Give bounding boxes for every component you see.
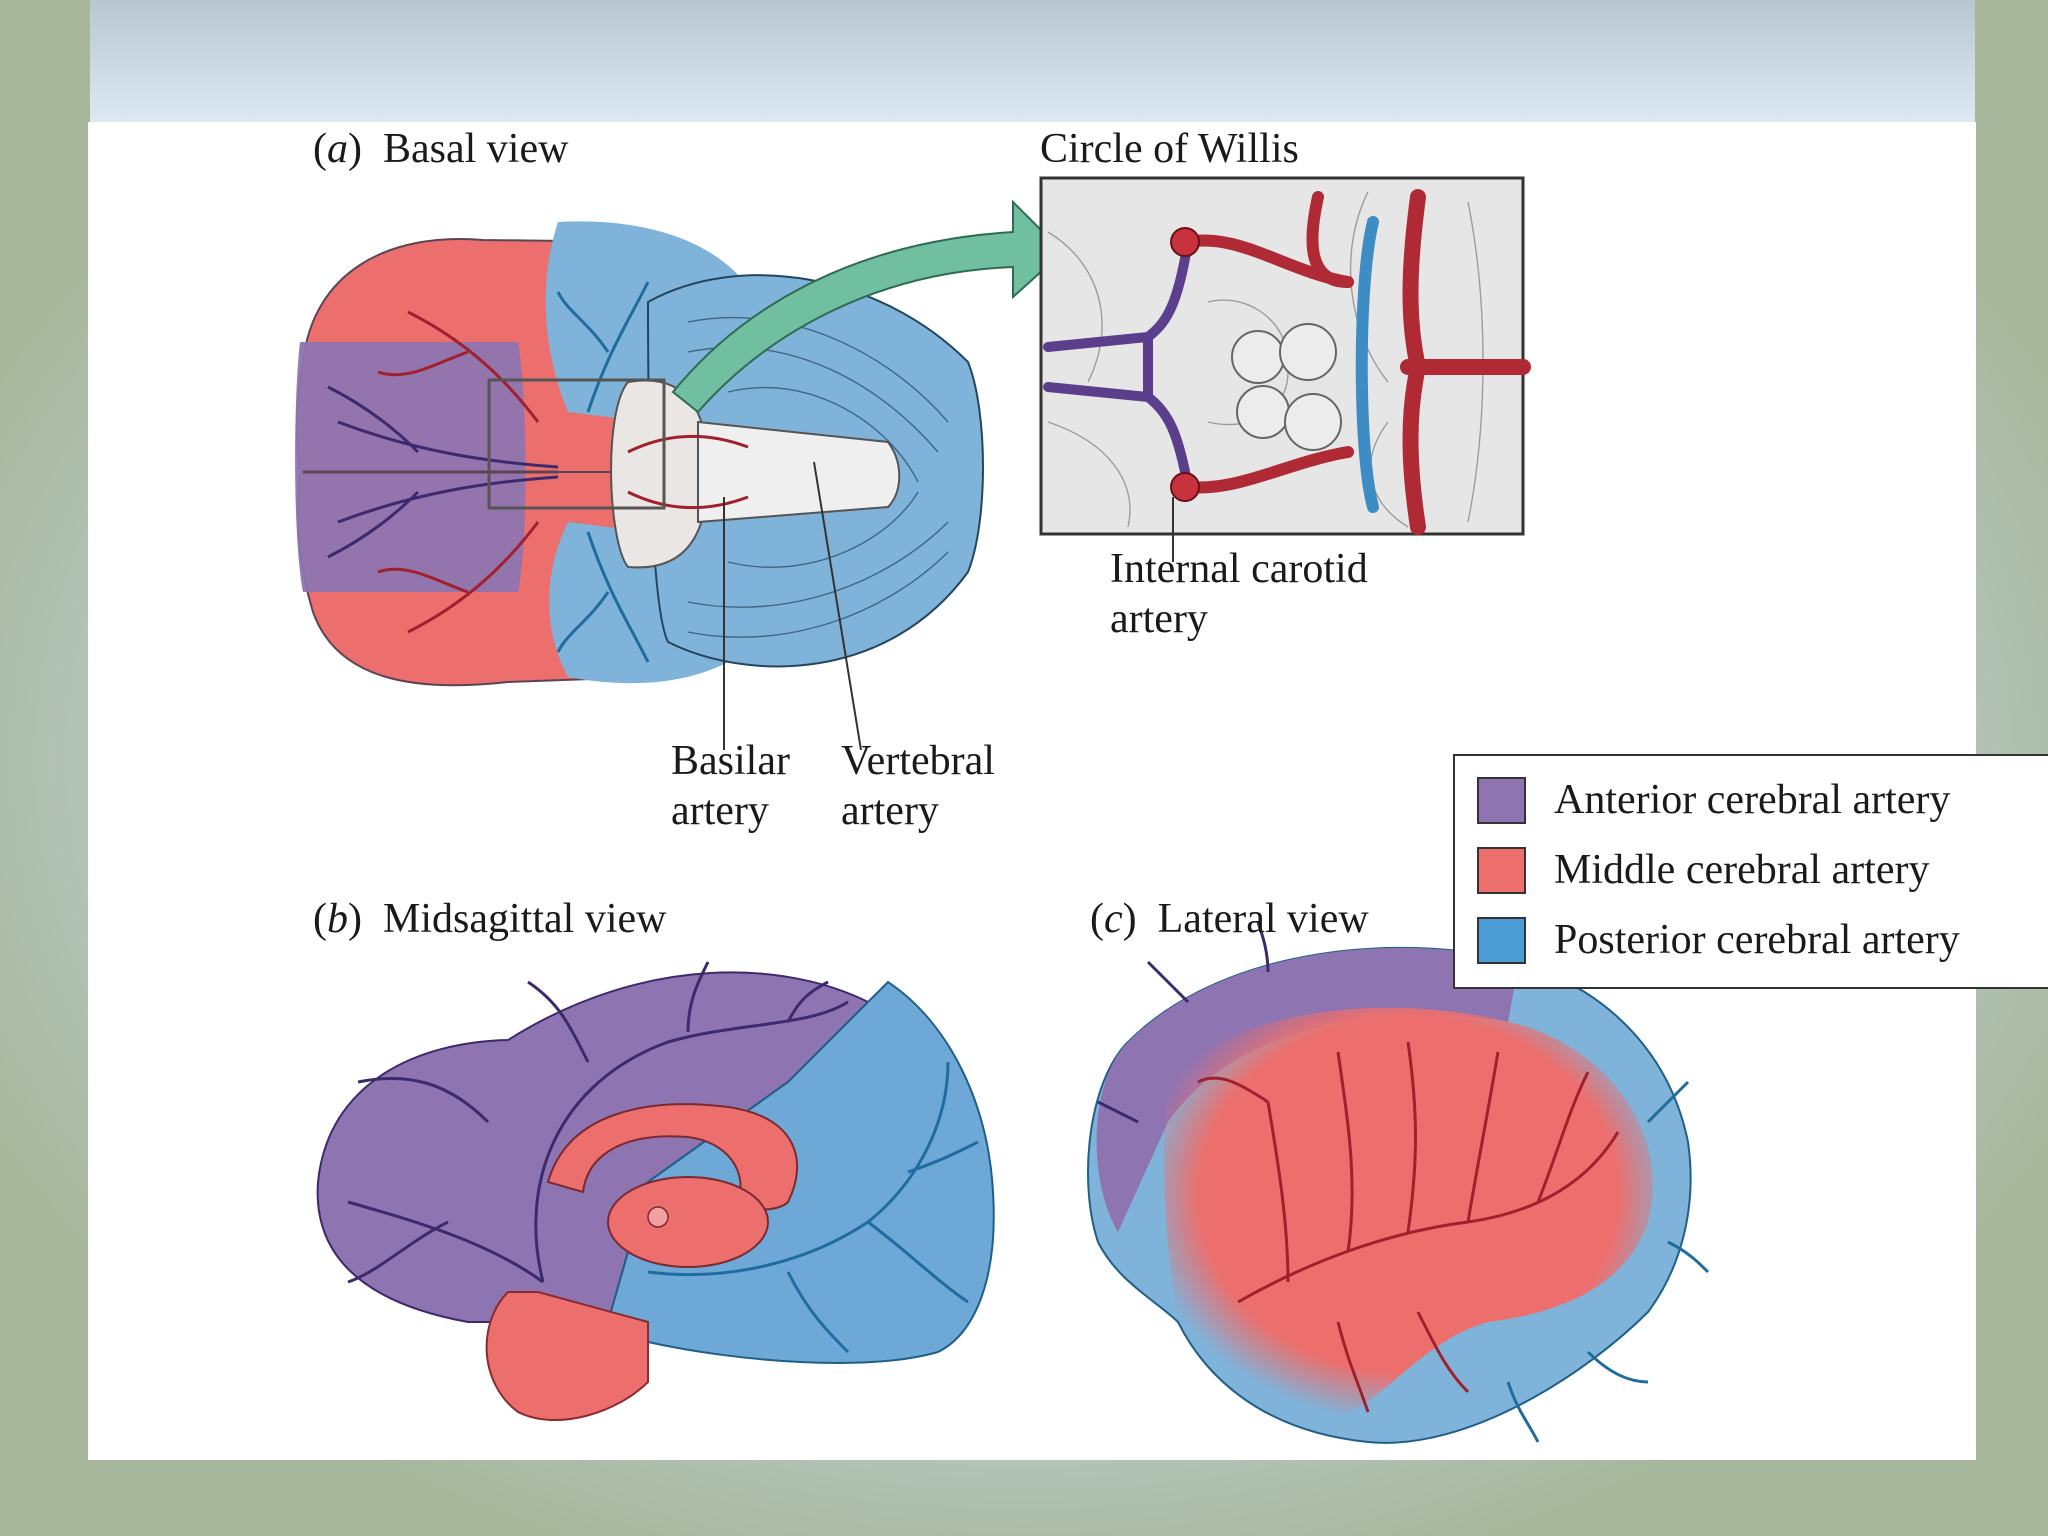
basilar-label-line1: Basilar [671,738,790,784]
legend-item-anterior: Anterior cerebral artery [1477,774,1950,826]
inset-pointer-arrow [671,199,1065,414]
panel-b-title: (b) Midsagittal view [313,896,667,942]
panel-c-title-text: Lateral view [1157,896,1369,942]
lateral-brain [1087,921,1710,1444]
legend-item-middle: Middle cerebral artery [1477,844,1929,896]
panel-b-letter: b [327,896,348,942]
internal-carotid-label: Internal carotid artery [1110,544,1368,644]
internal-carotid-label-line2: artery [1110,596,1208,642]
basilar-label-line2: artery [671,788,769,834]
basal-anterior-territory [295,342,526,592]
slide-header-band [90,0,1975,122]
legend-label-posterior: Posterior cerebral artery [1554,917,1960,963]
panel-c-title: (c) Lateral view [1090,896,1369,942]
vertebral-artery-label: Vertebral artery [841,736,995,836]
basilar-artery-label: Basilar artery [671,736,790,836]
panel-b-title-text: Midsagittal view [383,896,667,942]
slide-canvas: (a) Basal view Circle of Willis Internal… [88,122,2048,1460]
circle-of-willis-inset [1039,176,1531,536]
panel-a-title-text: Basal view [383,126,569,172]
midsagittal-brain [316,961,995,1421]
legend-swatch-posterior [1477,916,1526,964]
vertebral-label-line1: Vertebral [841,738,995,784]
inset-title-text: Circle of Willis [1040,126,1299,172]
midsagittal-thalamus [607,1176,769,1268]
lateral-middle-territory [1163,1007,1653,1424]
midsagittal-corpus-callosum [546,1103,799,1211]
panel-a-letter: a [327,126,348,172]
panel-c-letter: c [1104,896,1123,942]
legend-label-anterior: Anterior cerebral artery [1554,777,1951,823]
inset-selection-box [487,378,666,510]
legend-item-posterior: Posterior cerebral artery [1477,914,1960,966]
inset-title: Circle of Willis [1040,124,1299,174]
midsagittal-posterior-territory [606,980,995,1364]
illustration [295,176,1710,1444]
vertebral-label-line2: artery [841,788,939,834]
legend-swatch-middle [1477,846,1526,894]
internal-carotid-label-line1: Internal carotid [1110,546,1368,592]
lateral-anterior-territory [1096,947,1518,1232]
legend-label-middle: Middle cerebral artery [1554,847,1930,893]
panel-a-title: (a) Basal view [313,126,569,172]
midsagittal-middle-temporal [485,1291,649,1421]
legend-swatch-anterior [1477,776,1526,824]
territory-legend: Anterior cerebral artery Middle cerebral… [1453,754,2048,989]
basal-medulla [697,420,901,524]
